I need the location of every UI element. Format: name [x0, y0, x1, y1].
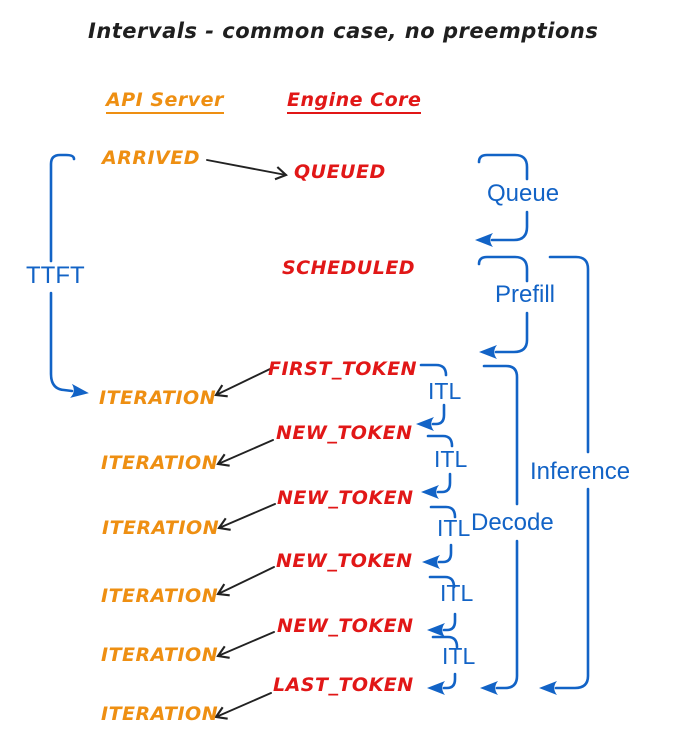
arrow-lasttoken-to-iteration [214, 692, 272, 720]
event-scheduled: SCHEDULED [282, 257, 416, 279]
interval-label-queue: Queue [487, 180, 560, 207]
event-iteration-4: ITERATION [101, 585, 219, 607]
arrow-newtoken2-to-iteration [217, 503, 276, 531]
event-last-token: LAST_TOKEN [273, 674, 414, 696]
arrow-newtoken4-to-iteration [216, 631, 275, 659]
column-header-api-server: API Server [106, 89, 224, 114]
event-iteration-3: ITERATION [102, 517, 220, 539]
event-iteration-5: ITERATION [101, 644, 219, 666]
interval-brackets [49, 153, 590, 695]
event-arrows [206, 159, 288, 720]
column-header-engine-core: Engine Core [287, 89, 422, 114]
interval-label-itl-2: ITL [434, 446, 468, 472]
itl-bracket-5 [427, 635, 459, 695]
prefill-bracket [477, 255, 529, 359]
diagram-title: Intervals - common case, no preemptions [88, 19, 599, 43]
interval-label-prefill: Prefill [495, 281, 556, 308]
event-iteration-6: ITERATION [101, 703, 219, 725]
arrow-newtoken3-to-iteration [216, 566, 275, 597]
interval-label-itl-3: ITL [437, 515, 471, 541]
interval-label-inference: Inference [530, 458, 631, 485]
interval-label-itl-5: ITL [442, 643, 476, 669]
event-iteration-1: ITERATION [99, 387, 217, 409]
event-new-token-4: NEW_TOKEN [277, 615, 414, 637]
interval-label-itl-1: ITL [428, 378, 462, 404]
inference-bracket [539, 255, 590, 695]
ttft-bracket [49, 153, 89, 398]
event-new-token-1: NEW_TOKEN [276, 422, 413, 444]
event-iteration-2: ITERATION [101, 452, 219, 474]
arrow-newtoken1-to-iteration [216, 439, 274, 467]
event-arrived: ARRIVED [102, 147, 200, 169]
event-new-token-3: NEW_TOKEN [276, 550, 413, 572]
itl-bracket-3 [422, 505, 457, 569]
itl-bracket-2 [421, 434, 454, 499]
interval-label-decode: Decode [471, 509, 554, 536]
itl-bracket-4 [427, 575, 457, 637]
decode-bracket [480, 364, 519, 695]
queue-bracket [475, 153, 529, 247]
event-queued: QUEUED [294, 161, 386, 183]
interval-label-ttft: TTFT [26, 262, 85, 289]
itl-bracket-1 [416, 363, 448, 431]
event-first-token: FIRST_TOKEN [268, 358, 418, 380]
arrow-arrived-to-queued [206, 159, 288, 181]
interval-label-itl-4: ITL [440, 580, 474, 606]
event-new-token-2: NEW_TOKEN [277, 487, 414, 509]
arrow-firsttoken-to-iteration [214, 368, 271, 398]
